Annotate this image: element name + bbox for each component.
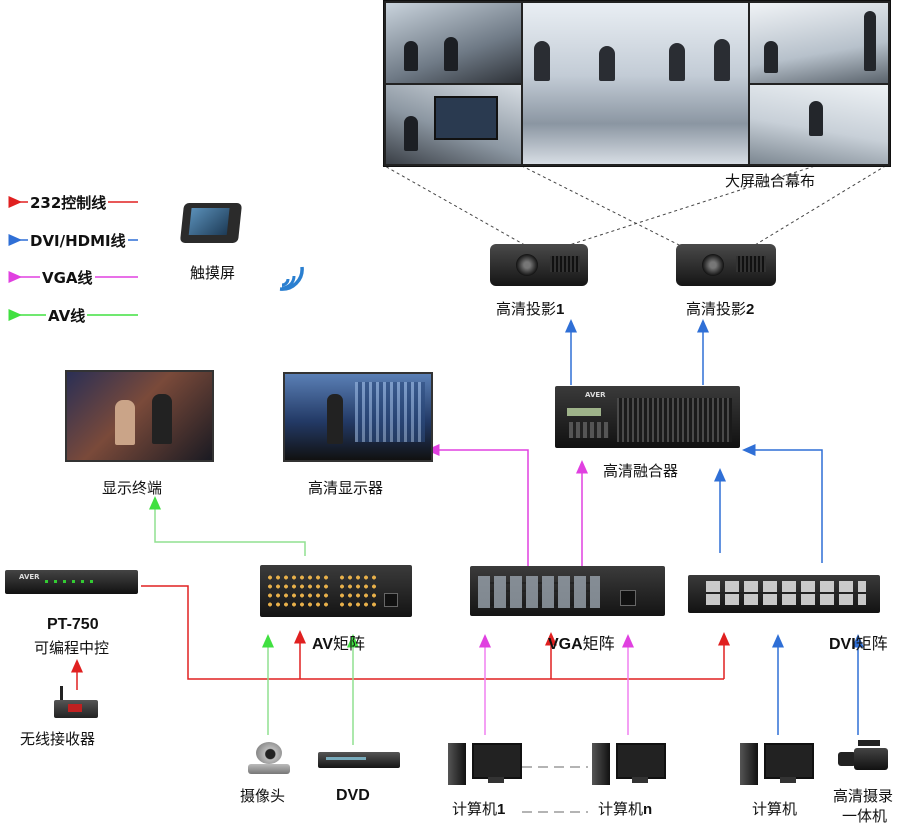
fusion-device-icon: AVER — [555, 386, 740, 448]
projector-1-icon — [490, 244, 588, 286]
vga-matrix-text: 矩阵 — [582, 634, 615, 653]
camcorder-icon — [838, 740, 890, 774]
projector-2-icon — [676, 244, 776, 286]
wireless-receiver-label: 无线接收器 — [20, 730, 96, 748]
legend-item-control: 232控制线 — [6, 192, 141, 213]
vga-matrix-icon — [470, 566, 665, 616]
projector-2-label: 高清投影2 — [686, 298, 754, 319]
camcorder-label-line1: 高清摄录 — [833, 787, 894, 805]
computer-1-icon — [448, 743, 522, 785]
legend-item-dvi: DVI/HDMI线 — [6, 230, 141, 251]
legend-item-av: AV线 — [6, 305, 141, 326]
av-matrix-icon — [260, 565, 412, 617]
fusion-screen-label: 大屏融合幕布 — [725, 172, 816, 190]
computer-dvi-label: 计算机 — [752, 800, 798, 818]
computer-n-label: 计算机n — [598, 798, 652, 819]
dvd-label: DVD — [336, 785, 370, 805]
legend-label: VGA线 — [40, 267, 95, 288]
vga-matrix-label: VGA矩阵 — [548, 630, 615, 654]
pt750-desc-label: 可编程中控 — [34, 639, 110, 657]
computer-n-icon — [592, 743, 666, 785]
legend-lines — [8, 196, 138, 321]
projector-2-number: 2 — [746, 301, 755, 318]
computer-n-number: n — [643, 801, 653, 818]
av-matrix-text: 矩阵 — [333, 634, 366, 653]
projector-1-label: 高清投影1 — [496, 298, 564, 319]
pt750-controller-icon: AVER — [5, 570, 138, 594]
wifi-icon — [279, 266, 304, 291]
pt750-model-label: PT-750 — [47, 614, 99, 634]
camera-label: 摄像头 — [240, 787, 286, 805]
fusion-screen-image — [383, 0, 891, 167]
wireless-receiver-icon — [54, 686, 98, 718]
projection-lines — [382, 164, 888, 249]
pt750-badge: AVER — [19, 573, 40, 581]
legend-label: 232控制线 — [28, 192, 109, 213]
legend-item-vga: VGA线 — [6, 267, 141, 288]
hd-display-image — [283, 372, 433, 462]
computer-1-text: 计算机 — [452, 800, 498, 818]
touch-screen-label: 触摸屏 — [190, 264, 236, 282]
legend-label: AV线 — [46, 305, 88, 326]
pt750-model-text: PT-750 — [47, 616, 99, 633]
touch-screen-icon — [179, 203, 243, 243]
legend-label: DVI/HDMI线 — [28, 230, 128, 251]
camera-icon — [246, 742, 292, 776]
computer-1-label: 计算机1 — [452, 798, 505, 819]
computer-1-number: 1 — [497, 801, 506, 818]
vga-matrix-prefix: VGA — [548, 636, 583, 653]
dvd-text: DVD — [336, 787, 370, 804]
projector-1-number: 1 — [556, 301, 565, 318]
dvi-matrix-text: 矩阵 — [855, 634, 888, 653]
dvi-matrix-prefix: DVI — [829, 636, 856, 653]
av-matrix-prefix: AV — [312, 636, 334, 653]
fusion-device-label: 高清融合器 — [603, 462, 679, 480]
dvd-player-icon — [318, 752, 400, 768]
projector-1-text: 高清投影 — [496, 300, 557, 318]
camcorder-label-line2: 一体机 — [842, 807, 888, 825]
computer-n-text: 计算机 — [598, 800, 644, 818]
hd-display-label: 高清显示器 — [308, 479, 384, 497]
fusion-device-badge: AVER — [585, 391, 606, 399]
display-terminal-image — [65, 370, 214, 462]
computer-dvi-icon — [740, 743, 814, 785]
dvi-matrix-label: DVI矩阵 — [829, 630, 888, 654]
display-terminal-label: 显示终端 — [102, 479, 163, 497]
dvi-matrix-icon — [688, 575, 880, 613]
av-matrix-label: AV矩阵 — [312, 630, 365, 654]
projector-2-text: 高清投影 — [686, 300, 747, 318]
